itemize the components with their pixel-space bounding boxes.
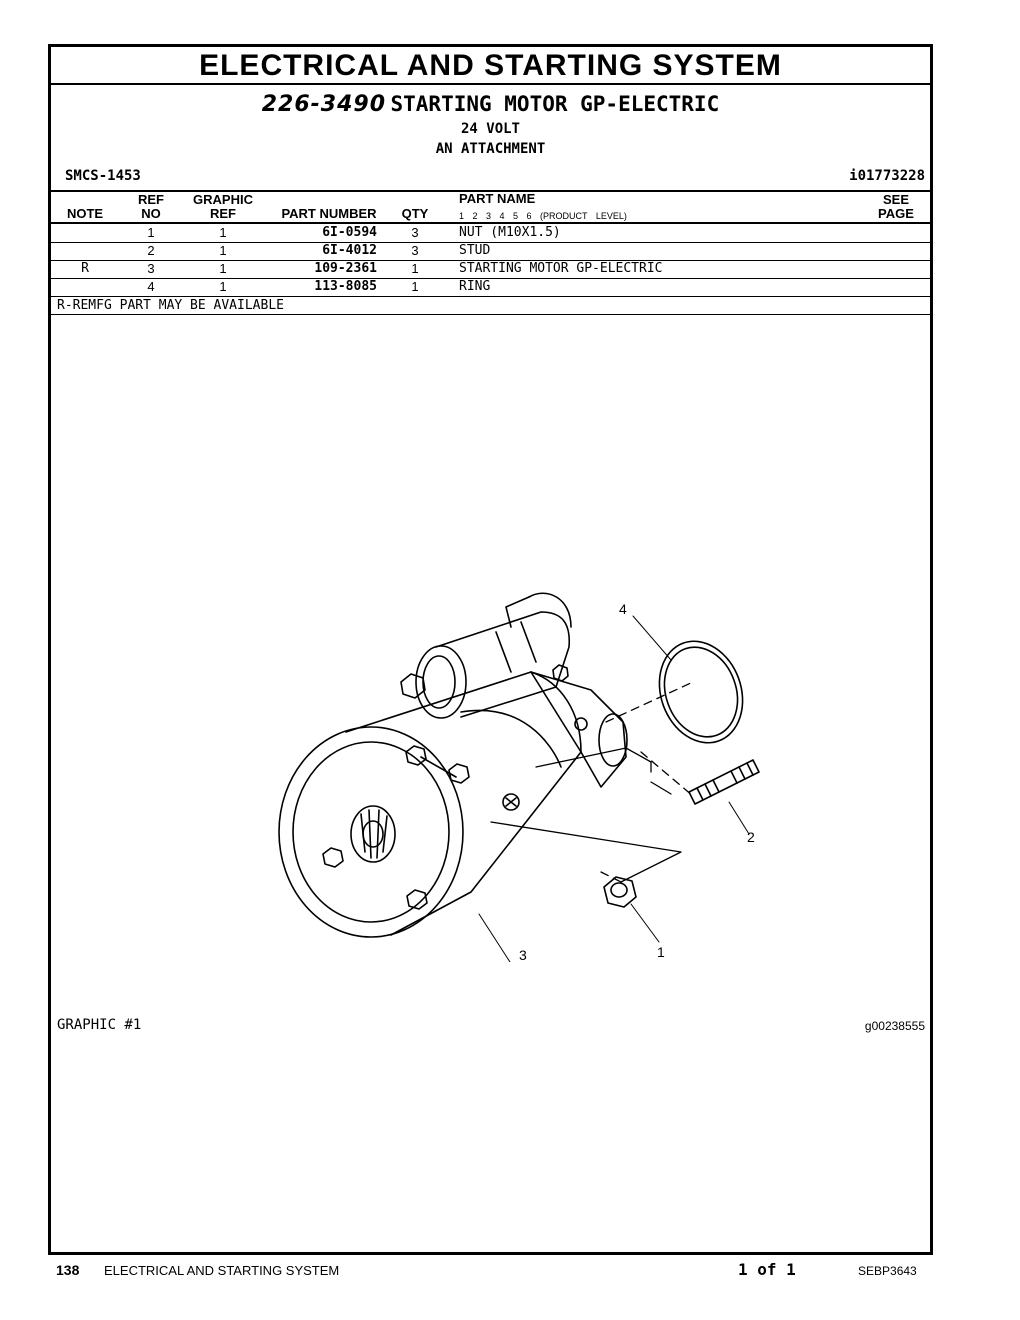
graphic-label: GRAPHIC #1 [57, 1017, 142, 1033]
header-rule [51, 222, 930, 224]
row-part-name: RING [459, 279, 491, 294]
footer-page-number: 138 [56, 1262, 80, 1278]
row-divider [51, 242, 930, 243]
group-title: 226-3490 STARTING MOTOR GP-ELECTRIC [51, 92, 930, 117]
header-note: NOTE [66, 206, 104, 221]
table-top-rule [51, 190, 930, 192]
stud-part [688, 759, 760, 805]
row-part-number: 109-2361 [314, 261, 377, 276]
footer-page-count: 1 of 1 [738, 1260, 796, 1279]
header-graphic-top: GRAPHIC [193, 192, 253, 207]
group-name: STARTING MOTOR GP-ELECTRIC [390, 92, 720, 116]
remanufactured-footnote: R-REMFG PART MAY BE AVAILABLE [57, 298, 284, 313]
page-frame: ELECTRICAL AND STARTING SYSTEM 226-3490 … [48, 44, 933, 1255]
group-subtitle-voltage: 24 VOLT [460, 121, 520, 137]
callout-2: 2 [747, 829, 755, 845]
row-graphic-ref: 1 [219, 261, 227, 276]
row-ref: 2 [147, 243, 155, 258]
row-qty: 3 [411, 225, 419, 240]
group-subtitle-attachment: AN ATTACHMENT [435, 141, 546, 157]
row-divider [51, 260, 930, 261]
header-see-top: SEE [882, 192, 909, 207]
callout-4: 4 [619, 601, 627, 617]
callout-1: 1 [657, 944, 665, 960]
header-see-bottom: PAGE [878, 206, 914, 221]
row-ref: 4 [147, 279, 155, 294]
row-ref: 1 [147, 225, 155, 240]
row-note [65, 278, 105, 296]
header-part-number: PART NUMBER [281, 206, 377, 221]
header-ref-bottom: NO [141, 206, 161, 221]
header-graphic-bottom: REF [210, 206, 236, 221]
ring-part [658, 640, 744, 744]
row-note [65, 224, 105, 242]
nut-part [603, 876, 637, 908]
header-qty: QTY [401, 206, 429, 221]
footer-section-name: ELECTRICAL AND STARTING SYSTEM [104, 1263, 340, 1278]
starting-motor-exploded-drawing: 4 2 1 3 [278, 592, 760, 962]
row-part-name: NUT (M10X1.5) [459, 225, 561, 240]
header-product-levels: 1 2 3 4 5 6 (PRODUCT LEVEL) [459, 211, 627, 221]
row-ref: 3 [147, 261, 155, 276]
header-ref-top: REF [138, 192, 164, 207]
row-part-number: 6I-0594 [322, 225, 377, 240]
row-part-name: STUD [459, 243, 491, 258]
row-graphic-ref: 1 [219, 243, 227, 258]
row-note: R [81, 261, 89, 276]
section-title-bar: ELECTRICAL AND STARTING SYSTEM [51, 47, 930, 85]
row-graphic-ref: 1 [219, 279, 227, 294]
smcs-code: SMCS-1453 [65, 168, 141, 184]
callout-3: 3 [519, 947, 527, 962]
row-graphic-ref: 1 [219, 225, 227, 240]
section-title: ELECTRICAL AND STARTING SYSTEM [199, 49, 782, 82]
row-qty: 3 [411, 243, 419, 258]
row-divider [51, 278, 930, 279]
row-divider [51, 296, 930, 297]
row-qty: 1 [411, 279, 419, 294]
footnote-rule [51, 314, 930, 315]
header-part-name: PART NAME [459, 191, 536, 206]
row-part-number: 113-8085 [314, 279, 377, 294]
row-part-name: STARTING MOTOR GP-ELECTRIC [459, 261, 663, 276]
row-note [65, 242, 105, 260]
graphic-id: g00238555 [864, 1019, 925, 1033]
row-part-number: 6I-4012 [322, 243, 377, 258]
row-qty: 1 [411, 261, 419, 276]
group-number: 226-3490 [261, 92, 387, 117]
starting-motor-body [278, 592, 628, 938]
footer-document-number: SEBP3643 [858, 1264, 917, 1278]
illustration-id: i01773228 [849, 168, 925, 184]
